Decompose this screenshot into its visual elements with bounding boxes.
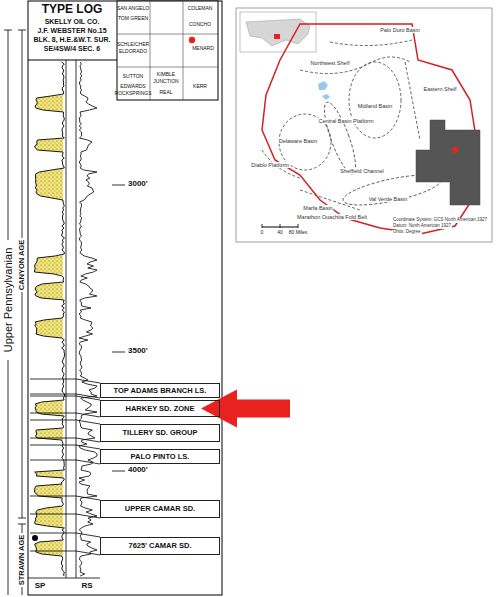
log-base-rule bbox=[28, 578, 100, 579]
header-rule bbox=[28, 60, 117, 61]
correlation-line bbox=[30, 551, 100, 555]
correlation-line bbox=[30, 413, 100, 417]
formation-band: HARKEY SD. ZONE bbox=[100, 400, 220, 417]
correlation-line bbox=[30, 379, 100, 383]
basin-label: Diablo Platform bbox=[250, 162, 290, 168]
correlation-line bbox=[30, 396, 100, 400]
county-label: CONCHO bbox=[189, 22, 211, 28]
map-credit: Units: Degree bbox=[392, 230, 422, 235]
basin-label: Palo Duro Basin bbox=[379, 27, 421, 33]
county-label: JUNCTION bbox=[153, 79, 178, 85]
scale-label: 40 bbox=[277, 230, 283, 236]
correlation-line bbox=[30, 445, 100, 449]
map-credit: Coordinate System: GCS North American 19… bbox=[392, 218, 488, 223]
basin-label: Eastern Shelf bbox=[422, 86, 457, 92]
formation-name: TILLERY SD. GROUP bbox=[122, 429, 197, 437]
survey-block: BLK. 8, H.E.&W.T. SUR. bbox=[33, 36, 110, 44]
county-label: SUTTON bbox=[123, 74, 143, 80]
correlation-line bbox=[30, 496, 100, 500]
formation-band: TOP ADAMS BRANCH LS. bbox=[100, 383, 220, 398]
log-title: TYPE LOG bbox=[42, 3, 103, 16]
county-label: KIMBLE bbox=[157, 72, 175, 78]
curve-name: SP bbox=[35, 582, 46, 591]
red-pointer-arrow bbox=[201, 390, 290, 428]
formation-name: UPPER CAMAR SD. bbox=[125, 505, 195, 513]
curve-name: RS bbox=[81, 582, 92, 591]
formation-name: PALO PINTO LS. bbox=[131, 453, 190, 461]
correlation-lines bbox=[30, 379, 100, 555]
depth-label: 3500' bbox=[128, 347, 148, 356]
basin-label: Delaware Basin bbox=[278, 138, 319, 144]
age-label: CANYON AGE bbox=[18, 239, 26, 292]
depth-label: 3000' bbox=[128, 180, 148, 189]
permian-basin-map bbox=[236, 8, 492, 242]
age-label: STRAWN AGE bbox=[18, 534, 26, 587]
county-label: SAN ANGELO bbox=[117, 6, 149, 12]
basin-label: Sheffield Channel bbox=[339, 168, 384, 174]
correlation-line bbox=[30, 460, 100, 464]
basin-label: Midland Basin bbox=[357, 103, 394, 109]
scale-label: 80 Miles bbox=[289, 230, 308, 236]
basin-label: Marathon Ouachita Fold Belt bbox=[296, 214, 368, 220]
depth-tick bbox=[112, 352, 125, 353]
formation-name: HARKEY SD. ZONE bbox=[125, 405, 194, 413]
basin-label: Central Basin Platform bbox=[317, 118, 374, 124]
log-frame bbox=[28, 1, 222, 595]
well-marker-dot bbox=[32, 535, 38, 541]
basin-label: Northwest Shelf bbox=[310, 60, 351, 66]
county-label: TOM GREEN bbox=[118, 16, 148, 22]
formation-band: UPPER CAMAR SD. bbox=[100, 500, 220, 518]
map-credit: Datum: North American 1927 bbox=[392, 224, 452, 229]
formation-band: TILLERY SD. GROUP bbox=[100, 424, 220, 442]
log-curves bbox=[35, 62, 98, 576]
county-label: KERR bbox=[193, 84, 207, 90]
depth-tick bbox=[112, 471, 125, 472]
county-label: REAL bbox=[159, 90, 172, 96]
correlation-line bbox=[30, 533, 100, 537]
sp-curve bbox=[35, 62, 65, 576]
county-inset-map bbox=[117, 1, 218, 100]
formation-band: PALO PINTO LS. bbox=[100, 449, 220, 464]
basin-label: Marfa Basin bbox=[302, 205, 333, 211]
depth-label: 4000' bbox=[128, 466, 148, 475]
formation-name: TOP ADAMS BRANCH LS. bbox=[114, 387, 207, 395]
county-label: EDWARDS bbox=[120, 84, 145, 90]
section-location: SE/4SW/4 SEC. 6 bbox=[44, 45, 100, 53]
correlation-line bbox=[30, 438, 100, 442]
correlation-line bbox=[30, 420, 100, 424]
county-label: COLEMAN bbox=[188, 6, 213, 12]
formation-band: 7625' CAMAR SD. bbox=[100, 537, 220, 555]
county-label: SCHLEICHER bbox=[117, 42, 149, 48]
depth-tick bbox=[112, 185, 125, 186]
county-label: ELDORADO bbox=[119, 49, 147, 55]
county-label: MENARD bbox=[192, 46, 214, 52]
formation-name: 7625' CAMAR SD. bbox=[128, 542, 191, 550]
depth-column-line bbox=[76, 60, 77, 578]
depth-column-line bbox=[66, 60, 67, 578]
scale-label: 0 bbox=[261, 230, 264, 236]
period-label: Upper Pennsylvanian bbox=[2, 247, 14, 354]
well-name: J.F. WEBSTER No.15 bbox=[37, 27, 106, 35]
basin-label: Val Verde Basin bbox=[368, 196, 409, 202]
correlation-line bbox=[30, 514, 100, 518]
well-operator: SKELLY OIL CO. bbox=[45, 18, 100, 26]
county-label: ROCKSPRINGS bbox=[115, 91, 152, 97]
